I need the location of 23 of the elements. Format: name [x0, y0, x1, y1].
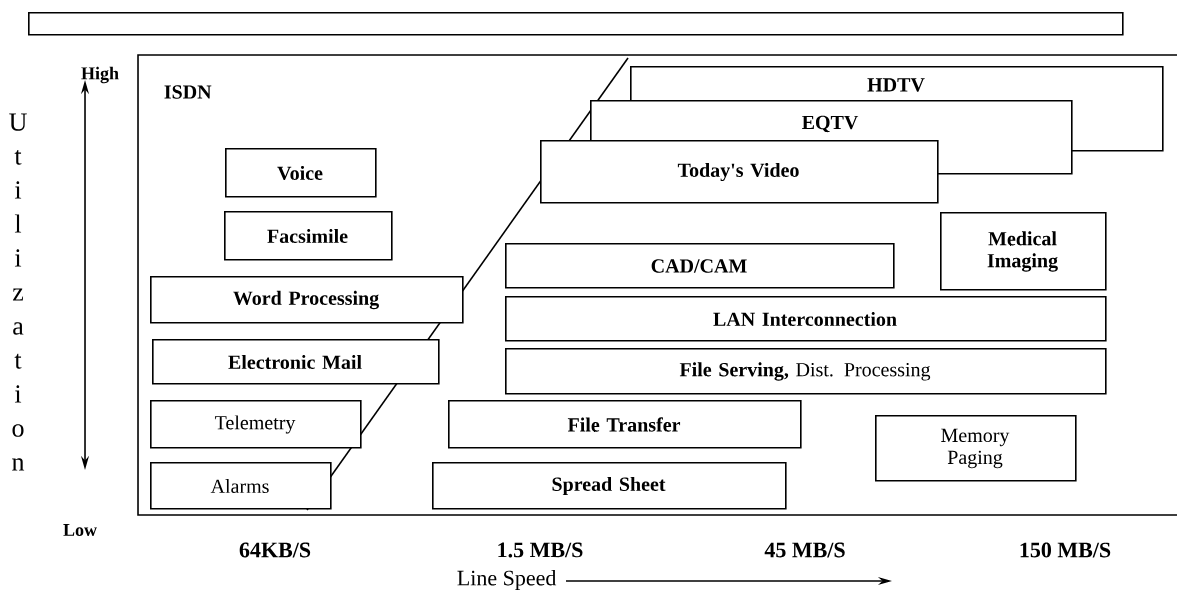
- application-box: Alarms: [150, 462, 332, 510]
- application-box: Telemetry: [150, 400, 362, 449]
- application-box: Voice: [225, 148, 377, 198]
- axis-title: Utilization: [9, 113, 27, 471]
- application-box: Facsimile: [224, 211, 393, 261]
- application-box: CAD/CAM: [505, 243, 895, 289]
- axis-label: High: [81, 66, 119, 84]
- application-box: Memory Paging: [875, 415, 1077, 482]
- tick-label: 150 MB/S: [1020, 542, 1111, 558]
- axis-title: Line Speed: [457, 570, 557, 590]
- application-box: File Transfer: [448, 400, 802, 449]
- application-box: Spread Sheet: [432, 462, 787, 510]
- application-box: LAN Interconnection: [505, 296, 1107, 342]
- axis-label: Low: [63, 524, 97, 536]
- application-box: Word Processing: [150, 276, 464, 324]
- tick-label: 64KB/S: [239, 542, 311, 558]
- application-box: File Serving, Dist. Processing: [505, 348, 1107, 395]
- empty-bar: [28, 12, 1124, 36]
- tick-label: 1.5 MB/S: [498, 542, 583, 558]
- tick-label: 45 MB/S: [764, 542, 845, 558]
- application-box: Medical Imaging: [940, 212, 1107, 291]
- application-box: Today's Video: [540, 140, 939, 204]
- application-box: Electronic Mail: [152, 339, 440, 385]
